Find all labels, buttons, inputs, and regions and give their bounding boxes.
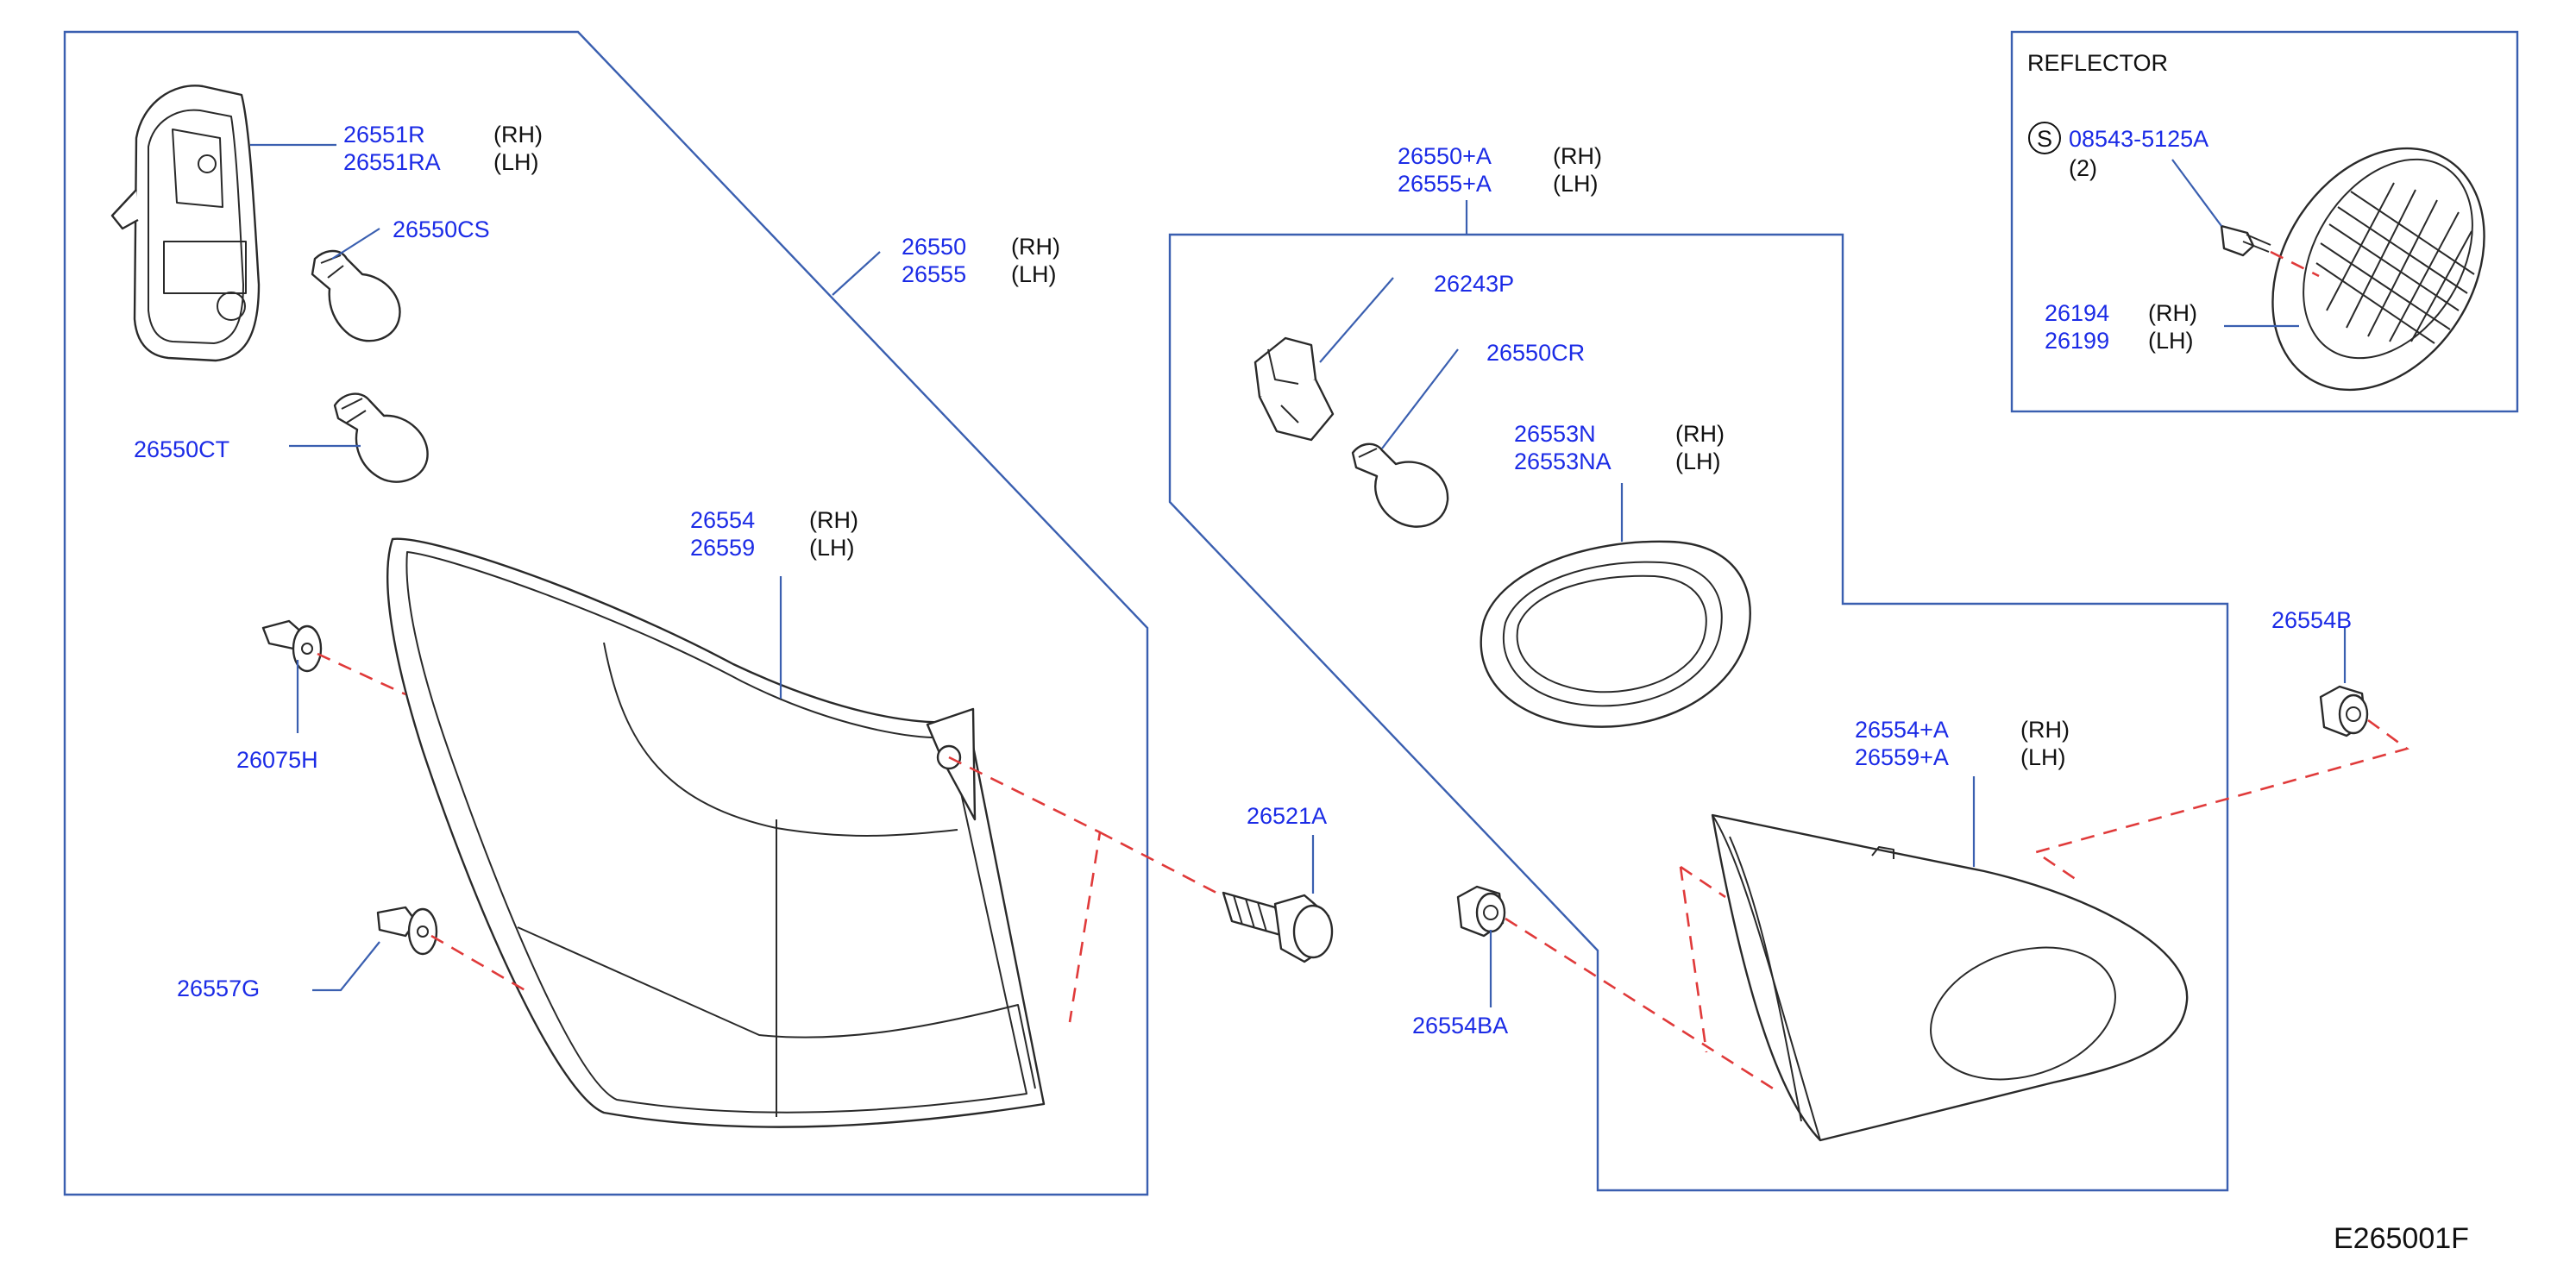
assembly-lines (317, 250, 2410, 1093)
outer-lamp-frame (63, 30, 1149, 1196)
part-number-26554: 26554 (690, 507, 755, 533)
rh-tag: (RH) (809, 507, 858, 533)
label-26550a: 26550+A 26555+A (RH) (LH) (1398, 143, 1602, 197)
diagram-code: E265001F (2334, 1222, 2469, 1255)
screw-label: S 08543-5125A (2) (2028, 122, 2208, 181)
part-number-26559: 26559 (690, 535, 755, 561)
assembly-frames (63, 30, 2519, 1196)
part-number-26075h: 26075H (236, 747, 318, 773)
label-26553: 26553N 26553NA (RH) (LH) (1514, 421, 1725, 474)
part-number-26554ba: 26554BA (1412, 1013, 1508, 1038)
bolt-26521a (1222, 891, 1334, 963)
part-number-26550ct: 26550CT (134, 436, 229, 462)
rh-tag: (RH) (2020, 717, 2070, 743)
part-number-26243p: 26243P (1434, 271, 1514, 297)
clip-26557g (376, 906, 438, 956)
label-26194: 26194 26199 (RH) (LH) (2045, 300, 2197, 354)
lh-tag: (LH) (809, 535, 855, 561)
part-number-26194: 26194 (2045, 300, 2109, 326)
lh-tag: (LH) (493, 149, 539, 175)
part-number-26554b: 26554B (2271, 607, 2352, 633)
part-number-26557g: 26557G (177, 976, 260, 1001)
rh-tag: (RH) (1553, 143, 1602, 169)
rh-tag: (RH) (493, 122, 543, 147)
lh-tag: (LH) (1553, 171, 1599, 197)
part-number-26555a: 26555+A (1398, 171, 1492, 197)
socket-housing-part (110, 85, 261, 362)
screw-08543 (2220, 224, 2271, 257)
rh-tag: (RH) (1011, 234, 1060, 260)
part-number-26521a: 26521A (1247, 803, 1327, 829)
part-number-08543-5125a: 08543-5125A (2069, 126, 2208, 152)
screw-symbol: S (2037, 126, 2052, 152)
nut-26554ba (1456, 885, 1506, 938)
inner-lamp-part (1711, 813, 2189, 1142)
rh-tag: (RH) (2148, 300, 2197, 326)
reflector-title: REFLECTOR (2027, 50, 2168, 76)
rh-tag: (RH) (1675, 421, 1725, 447)
outer-lens-part (386, 537, 1046, 1128)
nut-26554b (2319, 685, 2369, 737)
bulb-26550ct (333, 392, 429, 483)
part-number-26553n: 26553N (1514, 421, 1596, 447)
lh-tag: (LH) (1011, 261, 1057, 287)
label-26554a: 26554+A 26559+A (RH) (LH) (1855, 717, 2070, 770)
bulb-26550cr (1351, 442, 1449, 528)
lh-tag: (LH) (2148, 328, 2194, 354)
screw-symbol-circle (2028, 122, 2061, 154)
part-number-26550cs: 26550CS (393, 216, 490, 242)
label-26551: 26551R 26551RA (RH) (LH) (343, 122, 543, 175)
lh-tag: (LH) (1675, 449, 1721, 474)
part-number-26554a: 26554+A (1855, 717, 1949, 743)
reflector-frame (2010, 30, 2519, 413)
part-number-26550cr: 26550CR (1486, 340, 1585, 366)
label-26550: 26550 26555 (RH) (LH) (902, 234, 1060, 287)
part-number-26550: 26550 (902, 234, 966, 260)
part-number-26553na: 26553NA (1514, 449, 1612, 474)
part-number-26550a: 26550+A (1398, 143, 1492, 169)
part-number-26555: 26555 (902, 261, 966, 287)
leader-lines (250, 143, 2347, 1007)
lh-tag: (LH) (2020, 744, 2066, 770)
label-26554: 26554 26559 (RH) (LH) (690, 507, 858, 561)
socket-26243p (1253, 336, 1335, 442)
screw-quantity: (2) (2069, 155, 2097, 181)
part-number-26199: 26199 (2045, 328, 2109, 354)
gasket-26553n (1480, 540, 1751, 728)
bulb-26550cs (311, 249, 401, 342)
clip-26075h (261, 619, 323, 673)
part-number-26559a: 26559+A (1855, 744, 1949, 770)
part-number-26551ra: 26551RA (343, 149, 441, 175)
reflector-26194 (2271, 147, 2485, 392)
part-number-26551r: 26551R (343, 122, 425, 147)
inner-lamp-frame (1168, 233, 2229, 1192)
